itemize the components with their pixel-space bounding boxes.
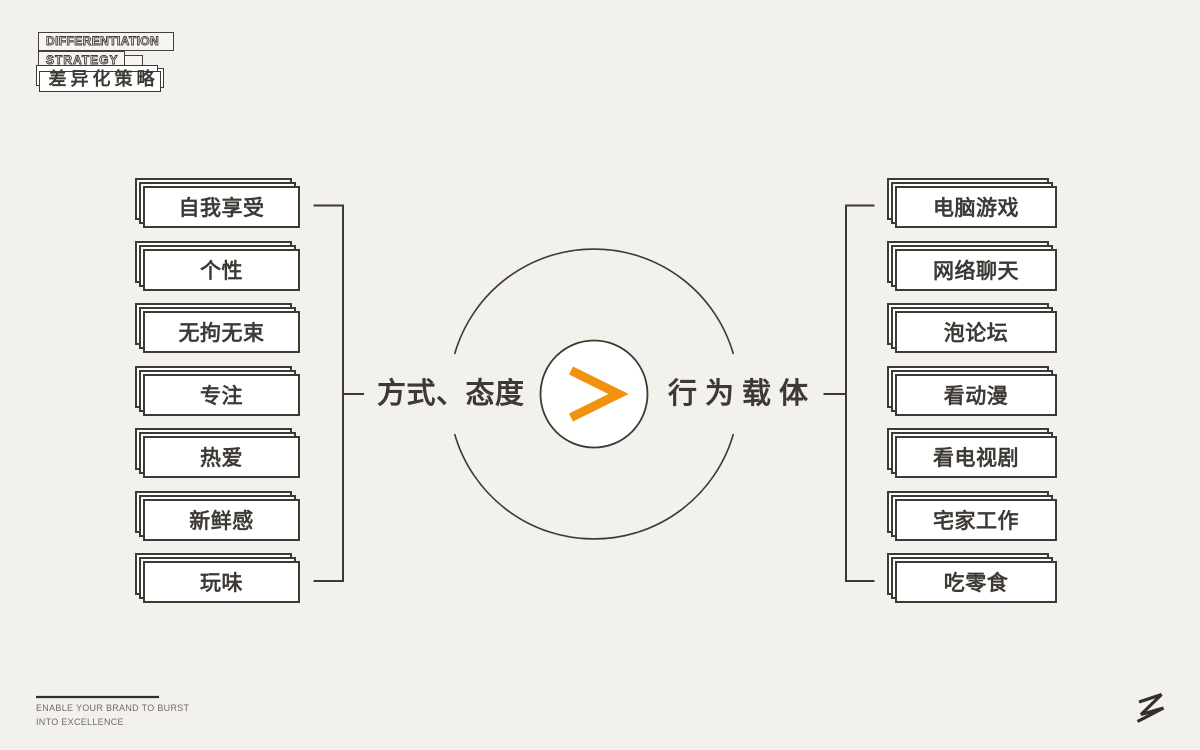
item-box: 看动漫	[895, 373, 1057, 416]
item-box: 无拘无束	[143, 311, 300, 353]
footer-tagline-line1: ENABLE YOUR BRAND TO BURST	[36, 703, 190, 713]
item-label: 玩味	[200, 572, 243, 595]
item-box: 新鲜感	[143, 498, 300, 541]
item-label: 新鲜感	[189, 509, 254, 533]
header-title-box-1: DIFFERENTIATION	[38, 32, 174, 51]
greater-than-icon	[569, 366, 629, 422]
item-box: 吃零食	[895, 561, 1057, 603]
header-subtitle-box: 差异化策略	[43, 68, 164, 89]
item-box: 个性	[143, 248, 300, 291]
item-label: 宅家工作	[933, 509, 1019, 533]
outer-circle-bottom-arc	[453, 433, 735, 540]
item-label: 专注	[200, 384, 243, 408]
header-title-line1: DIFFERENTIATION	[46, 34, 160, 49]
footer-tagline: ENABLE YOUR BRAND TO BURST INTO EXCELLEN…	[36, 702, 189, 729]
item-label: 泡论坛	[943, 322, 1009, 345]
item-label: 网络聊天	[933, 259, 1019, 283]
behavior-list: 电脑游戏网络聊天泡论坛看动漫看电视剧宅家工作吃零食	[895, 186, 1057, 603]
left-group-label: 方式、态度	[377, 378, 525, 410]
item-label: 个性	[200, 259, 243, 283]
item-box: 电脑游戏	[895, 186, 1057, 228]
item-label: 无拘无束	[178, 322, 265, 345]
item-box: 玩味	[143, 561, 300, 603]
item-box: 看电视剧	[895, 436, 1057, 478]
item-label: 吃零食	[943, 572, 1009, 595]
header-subtitle: 差异化策略	[48, 69, 159, 89]
item-label: 电脑游戏	[933, 197, 1019, 220]
item-box: 专注	[143, 373, 300, 416]
attitude-list: 自我享受个性无拘无束专注热爱新鲜感玩味	[143, 186, 300, 603]
item-label: 自我享受	[178, 197, 265, 220]
item-label: 热爱	[200, 447, 243, 470]
item-box: 热爱	[143, 436, 300, 478]
left-bracket	[313, 204, 364, 582]
right-bracket	[823, 204, 875, 582]
item-label: 看动漫	[943, 384, 1009, 408]
footer-tagline-line2: INTO EXCELLENCE	[36, 716, 124, 727]
center-circle	[539, 339, 649, 449]
item-box: 自我享受	[143, 186, 300, 228]
item-box: 网络聊天	[895, 248, 1057, 291]
logo-z-icon	[1136, 692, 1165, 723]
item-box: 泡论坛	[895, 311, 1057, 353]
item-label: 看电视剧	[933, 447, 1019, 470]
item-box: 宅家工作	[895, 498, 1057, 541]
outer-circle-top-arc	[453, 248, 735, 355]
right-group-label: 行为载体	[668, 378, 817, 410]
